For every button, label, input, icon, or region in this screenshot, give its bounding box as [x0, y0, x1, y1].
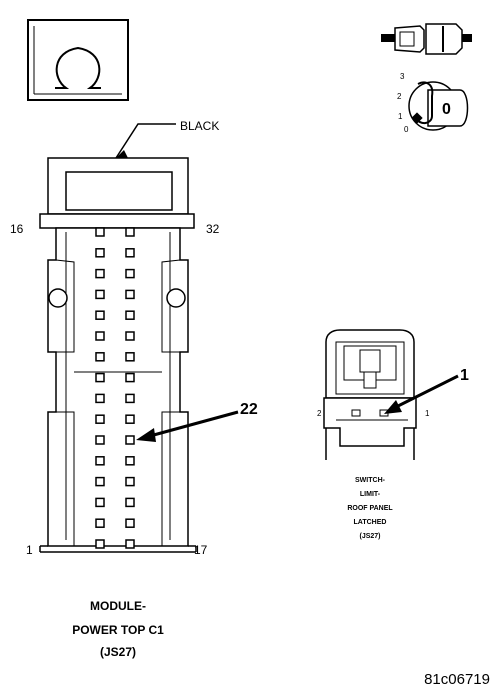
switch-caption-line4: LATCHED [354, 519, 387, 526]
switch-pin-label-2: 2 [317, 409, 322, 418]
pin-label-1: 1 [26, 543, 33, 557]
switch-caption-line5: (JS27) [359, 533, 380, 540]
pin-cavity [95, 393, 105, 404]
key-position-2: 2 [397, 92, 402, 101]
connector-plug-icon [381, 23, 472, 55]
pin-cavity [125, 289, 135, 300]
pin-label-32: 32 [206, 222, 220, 236]
connector-cavities [95, 227, 135, 549]
pin-label-17: 17 [194, 543, 208, 557]
pin-cavity [95, 331, 105, 341]
pin-cavity [125, 414, 135, 424]
switch-connector [323, 329, 417, 460]
key-position-1: 1 [398, 112, 403, 121]
pin-cavity [95, 310, 105, 320]
switch-caption-line3: ROOF PANEL [347, 505, 393, 512]
main-connector-caption-line3: (JS27) [100, 645, 136, 659]
pin-cavity [125, 518, 135, 528]
switch-caption-line1: SWITCH- [355, 477, 386, 484]
pin-cavity [95, 435, 105, 445]
main-connector-caption-line1: MODULE- [90, 599, 146, 613]
pin-cavity [95, 518, 105, 528]
pin-cavity [125, 352, 135, 362]
pin-22-callout: 22 [136, 401, 258, 442]
pin-cavity [125, 393, 135, 404]
main-connector [39, 157, 197, 553]
pin-cavity [95, 539, 105, 549]
connector-color-label: BLACK [180, 119, 219, 133]
pin-cavity [95, 456, 105, 466]
key-position-0: 0 [404, 125, 409, 134]
pin-cavity [125, 248, 135, 258]
pin-cavity [125, 435, 135, 445]
pin-cavity [125, 268, 135, 279]
pin-label-16: 16 [10, 222, 24, 236]
pin-cavity [125, 310, 135, 320]
pin-cavity [95, 372, 105, 383]
switch-caption-line2: LIMIT- [360, 491, 381, 498]
pin-cavity [95, 289, 105, 300]
pin-cavity [95, 268, 105, 279]
pin-cavity [125, 539, 135, 549]
pin-cavity [95, 352, 105, 362]
pin-cavity [125, 227, 135, 237]
pin-cavity [95, 476, 105, 487]
pin-cavity [125, 476, 135, 487]
key-current-position: 0 [442, 101, 451, 118]
pin-cavity [95, 497, 105, 508]
pin-cavity [125, 497, 135, 508]
main-connector-caption-line2: POWER TOP C1 [72, 623, 164, 637]
switch-pin-1-callout: 1 [384, 367, 469, 414]
color-callout: BLACK [112, 119, 219, 162]
pin-cavity [125, 456, 135, 466]
pin-cavity [95, 414, 105, 424]
pin-cavity [125, 331, 135, 341]
figure-id: 81c06719 [424, 671, 490, 688]
switch-pin-1-callout-label: 1 [460, 367, 469, 384]
pin-cavity [125, 372, 135, 383]
switch-pin-label-1: 1 [425, 409, 430, 418]
pin-cavity [95, 248, 105, 258]
ignition-key-icon: 3 2 1 0 0 [397, 72, 469, 134]
omega-icon [27, 19, 129, 101]
key-position-3: 3 [400, 72, 405, 81]
pin-22-callout-label: 22 [240, 401, 258, 418]
pin-cavity [95, 227, 105, 237]
